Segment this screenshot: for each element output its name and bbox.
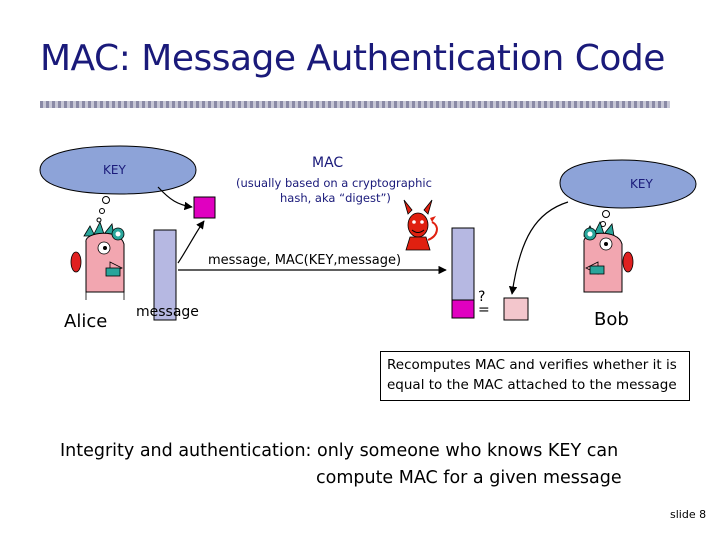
key-label-right: KEY: [630, 177, 653, 191]
devil-icon: [403, 199, 438, 251]
verify-note-box: Recomputes MAC and verifies whether it i…: [380, 351, 690, 401]
key-to-compare-arrow: [508, 201, 569, 295]
page-title: MAC: Message Authentication Code: [40, 38, 665, 79]
mac-note-line2: hash, aka “digest”): [280, 191, 391, 205]
compare-equals-sign: =: [478, 302, 490, 318]
recomputed-mac-box: [503, 297, 529, 321]
mac-box: [193, 196, 216, 219]
message-label: message: [136, 304, 199, 320]
transmission-label: message, MAC(KEY,message): [208, 253, 402, 268]
key-label-left: KEY: [103, 163, 126, 177]
alice-label: Alice: [64, 311, 108, 332]
mac-label: MAC: [312, 155, 344, 171]
message-to-mac-arrow: [177, 220, 205, 264]
received-mac-box: [451, 299, 475, 319]
alice-message-bar: [153, 229, 177, 321]
integrity-line-1: Integrity and authentication: only someo…: [60, 441, 619, 461]
title-divider: [40, 101, 670, 108]
integrity-statement: Integrity and authentication: only someo…: [60, 438, 622, 492]
bob-figure: [583, 220, 634, 293]
alice-figure: [70, 220, 125, 300]
key-cloud-right: [559, 159, 697, 227]
verify-note-line: Recomputes MAC and verifies whether it i…: [387, 357, 677, 373]
key-cloud-left: [39, 145, 197, 223]
integrity-line-2: compute MAC for a given message: [316, 468, 622, 488]
compare-question-mark: ?: [478, 289, 486, 305]
bob-label: Bob: [594, 309, 629, 330]
mac-note-line1: (usually based on a cryptographic: [236, 176, 432, 190]
verify-note-line: equal to the MAC attached to the message: [387, 377, 677, 393]
key-to-mac-arrow: [157, 186, 193, 211]
slide-number: slide 8: [670, 508, 707, 521]
